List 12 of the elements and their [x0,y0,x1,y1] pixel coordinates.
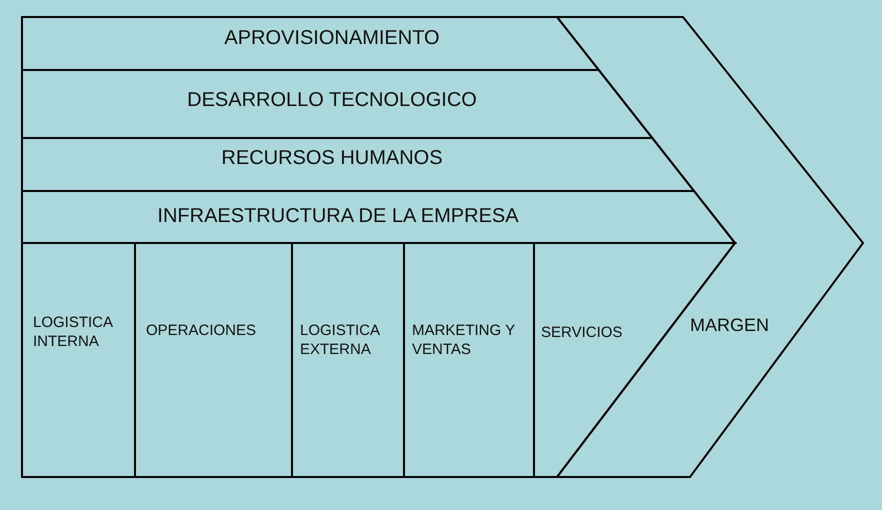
activity-label: SERVICIOS [541,324,624,343]
activity-label: LOGISTICA INTERNA [33,314,114,352]
activity-label: DESARROLLO TECNOLOGICO [186,88,478,113]
primary-activity-column [20,241,137,479]
activity-label: MARKETING Y VENTAS [412,322,516,360]
activity-label: RECURSOS HUMANOS [220,146,444,171]
activity-label: MARGEN [690,314,770,336]
support-activity-band [20,189,737,245]
activity-label: APROVISIONAMIENTO [223,26,441,51]
activity-label: OPERACIONES [146,322,258,341]
activity-label: LOGISTICA EXTERNA [300,322,381,360]
activity-label: INFRAESTRUCTURA DE LA EMPRESA [156,204,520,229]
